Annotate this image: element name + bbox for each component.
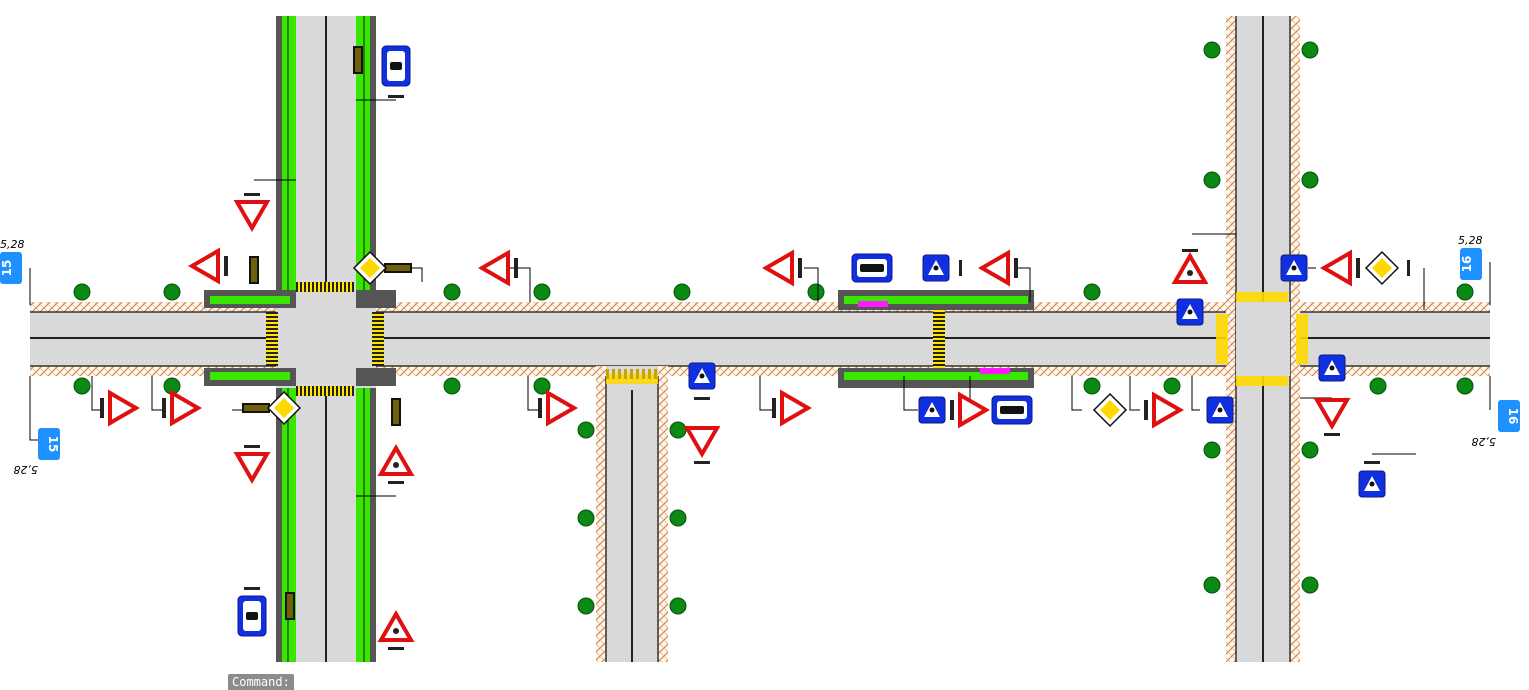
traffic-light-icon xyxy=(249,256,259,284)
crosswalk-north xyxy=(296,282,354,292)
tree-icon xyxy=(1369,377,1387,395)
tree-icon xyxy=(577,597,595,615)
marker-left-top[interactable]: 15 5,28 xyxy=(0,238,25,284)
marker-number: 15 xyxy=(46,436,60,453)
yield-sign-icon xyxy=(233,200,271,233)
marker-right-top[interactable]: 16 5,28 xyxy=(1458,234,1483,280)
tree-icon xyxy=(1203,41,1221,59)
pedestrian-warning-sign-icon xyxy=(377,609,415,642)
marker-value: 5,28 xyxy=(14,463,39,476)
pedestrian-crossing-sign-icon xyxy=(1176,298,1204,326)
crosswalk-east xyxy=(372,312,384,366)
traffic-signal-warning-sign-icon xyxy=(162,389,203,427)
traffic-light-icon xyxy=(353,46,363,74)
right-road xyxy=(1216,16,1308,662)
tree-icon xyxy=(1083,377,1101,395)
curve-warning-sign-icon xyxy=(100,389,141,427)
road-signs xyxy=(100,45,1410,650)
tree-icon xyxy=(443,377,461,395)
bus-stop-sign-icon xyxy=(237,595,267,637)
crossroad-warning-sign-icon xyxy=(1171,251,1209,284)
priority-road-sign-icon xyxy=(352,250,388,286)
tree-icon xyxy=(669,509,687,527)
pedestrian-warning-sign-icon xyxy=(233,452,271,485)
pedestrian-crossing-sign-icon xyxy=(922,254,950,282)
curve-warning-sign-icon xyxy=(772,389,813,427)
bus-stop-sign-icon xyxy=(991,395,1033,425)
yield-sign-icon xyxy=(1313,398,1351,431)
traffic-light-icon xyxy=(391,398,401,426)
tree-icon xyxy=(1203,441,1221,459)
pedestrian-crossing-sign-icon xyxy=(1280,254,1308,282)
priority-road-sign-icon xyxy=(266,390,302,426)
marker-right-bottom[interactable]: 16 5,28 xyxy=(1472,400,1521,448)
tree-icon xyxy=(443,283,461,301)
side-road-middle xyxy=(596,366,668,662)
tree-icon xyxy=(1301,441,1319,459)
pedestrian-crossing-sign-icon xyxy=(1206,396,1234,424)
tree-icon xyxy=(533,283,551,301)
traffic-light-icon xyxy=(285,592,295,620)
midblock-crossing xyxy=(838,290,1034,388)
sidewalk-north xyxy=(30,302,1490,312)
tree-icon xyxy=(1301,41,1319,59)
tree-icon xyxy=(1301,576,1319,594)
tree-icon xyxy=(1203,576,1221,594)
command-prompt: Command: xyxy=(232,675,290,689)
tree-icon xyxy=(1301,171,1319,189)
marker-left-bottom[interactable]: 15 5,28 xyxy=(14,428,61,476)
tree-icon xyxy=(163,283,181,301)
tree-icon xyxy=(1083,283,1101,301)
bus-stop-sign-icon xyxy=(851,253,893,283)
marker-number: 16 xyxy=(1506,408,1520,425)
tree-icon xyxy=(669,421,687,439)
pedestrian-crossing-sign-icon xyxy=(1358,470,1386,498)
crosswalk-south xyxy=(296,386,354,396)
pedestrian-crossing-sign-icon xyxy=(1318,354,1346,382)
marker-number: 15 xyxy=(0,260,14,277)
curve-warning-sign-icon xyxy=(950,391,991,429)
crossroad-warning-sign-icon xyxy=(1144,391,1185,429)
crossroad-warning-sign-icon xyxy=(1319,249,1360,287)
marker-value: 5,28 xyxy=(0,238,25,251)
traffic-signal-warning-sign-icon xyxy=(377,443,415,476)
sidewalk-south xyxy=(30,366,1490,376)
pedestrian-crossing-sign-icon xyxy=(688,362,716,390)
yield-sign-icon xyxy=(683,426,721,459)
tree-icon xyxy=(1456,377,1474,395)
crosswalk-west xyxy=(266,312,278,366)
tree-icon xyxy=(669,597,687,615)
curve-warning-sign-icon xyxy=(761,249,802,287)
trees xyxy=(73,41,1474,615)
priority-road-sign-icon xyxy=(1092,392,1128,428)
marker-value: 5,28 xyxy=(1458,234,1483,247)
pedestrian-crossing-sign-icon xyxy=(918,396,946,424)
tree-icon xyxy=(73,283,91,301)
marker-number: 16 xyxy=(1460,256,1474,273)
tree-icon xyxy=(1203,171,1221,189)
traffic-light-icon xyxy=(384,263,412,273)
bus-stop-sign-icon xyxy=(381,45,411,87)
tree-icon xyxy=(577,509,595,527)
tree-icon xyxy=(577,421,595,439)
tree-icon xyxy=(1163,377,1181,395)
curve-warning-sign-icon xyxy=(538,389,579,427)
priority-road-sign-icon xyxy=(1364,250,1400,286)
marker-value: 5,28 xyxy=(1472,435,1497,448)
tree-icon xyxy=(673,283,691,301)
traffic-light-icon xyxy=(242,403,270,413)
tree-icon xyxy=(73,377,91,395)
tree-icon xyxy=(1456,283,1474,301)
tree-icon xyxy=(807,283,825,301)
curve-warning-sign-icon xyxy=(187,247,228,285)
curve-warning-sign-icon xyxy=(477,249,518,287)
left-boulevard xyxy=(204,16,396,662)
command-line[interactable]: Command: xyxy=(228,674,294,690)
curve-warning-sign-icon xyxy=(977,249,1018,287)
